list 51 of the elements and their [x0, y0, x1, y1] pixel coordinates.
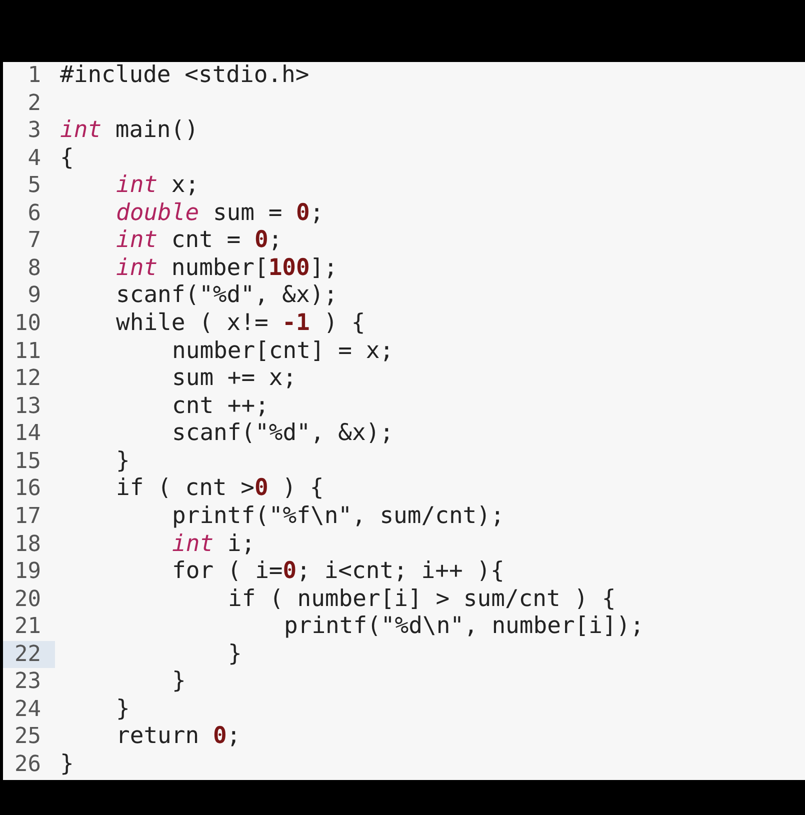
code-line: for ( i=0; i<cnt; i++ ){ — [172, 558, 504, 586]
line-number: 17 — [14, 502, 42, 530]
line-number: 5 — [26, 172, 42, 200]
code-line: { — [60, 144, 74, 172]
code-line: if ( number[i] > sum/cnt ) { — [228, 586, 616, 613]
code-line: printf("%f\n", sum/cnt); — [172, 502, 504, 530]
code-line: while ( x!= -1 ) { — [116, 310, 366, 338]
line-number: 25 — [14, 723, 42, 750]
line-number: 26 — [14, 751, 42, 778]
code-line: scanf("%d", &x); — [116, 282, 338, 310]
line-number: 9 — [26, 282, 42, 310]
code-line: double sum = 0; — [116, 200, 324, 227]
code-line: cnt ++; — [172, 392, 269, 420]
code-line: if ( cnt >0 ) { — [116, 475, 324, 502]
line-number: 15 — [14, 448, 42, 475]
code-line: int x; — [116, 172, 200, 200]
code-line: sum += x; — [172, 365, 297, 392]
line-number: 18 — [14, 530, 42, 558]
code-line: } — [116, 448, 130, 475]
line-number: 4 — [26, 144, 42, 172]
line-number: 12 — [14, 365, 42, 392]
code-line: int main() — [60, 117, 198, 144]
line-number: 13 — [14, 392, 42, 420]
line-number: 22 — [3, 640, 55, 668]
code-line: printf("%d\n", number[i]); — [284, 613, 644, 640]
line-number: 6 — [26, 200, 42, 227]
code-line: int cnt = 0; — [116, 227, 282, 254]
line-number: 19 — [14, 558, 42, 586]
code-line: } — [60, 751, 74, 778]
line-number: 10 — [14, 310, 42, 338]
code-line: } — [172, 668, 186, 696]
line-number: 14 — [14, 420, 42, 448]
code-line: scanf("%d", &x); — [172, 420, 394, 448]
line-number: 21 — [14, 613, 42, 640]
code-line: } — [116, 696, 130, 723]
line-number: 8 — [26, 254, 42, 282]
line-number: 16 — [14, 475, 42, 502]
line-number: 3 — [26, 117, 42, 144]
code-line: #include <stdio.h> — [60, 62, 310, 89]
line-number: 1 — [26, 62, 42, 89]
line-number: 2 — [26, 90, 42, 117]
line-number: 7 — [26, 227, 42, 254]
code-line: return 0; — [116, 723, 241, 750]
line-number: 20 — [14, 586, 42, 613]
code-line: number[cnt] = x; — [172, 338, 394, 365]
code-line: int i; — [172, 530, 256, 558]
line-number: 24 — [14, 696, 42, 723]
code-line: } — [228, 640, 242, 668]
code-line: int number[100]; — [116, 254, 338, 282]
line-number: 11 — [14, 338, 42, 365]
line-number: 23 — [14, 668, 42, 696]
